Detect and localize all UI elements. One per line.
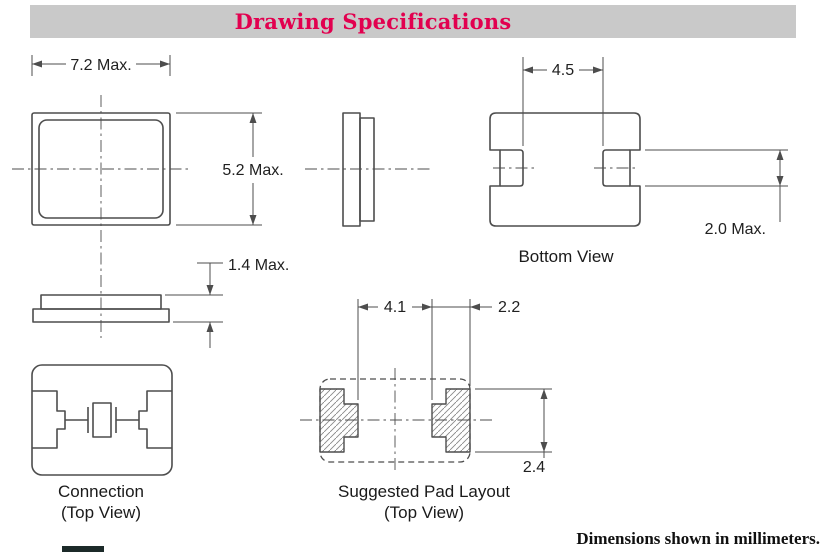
arrowhead [206, 322, 214, 332]
arrowhead [358, 303, 368, 311]
arrowhead [470, 303, 480, 311]
dim-thickness-label: 1.4 Max. [228, 257, 289, 274]
left-electrode [32, 390, 66, 449]
base-profile [342, 112, 361, 227]
side-profile-view: 1.4 Max. [32, 257, 289, 348]
pad-layout-label: Suggested Pad Layout [338, 482, 510, 501]
top-view: 7.2 Max. 5.2 Max. [12, 55, 284, 338]
connection-view-sublabel: (Top View) [61, 503, 141, 522]
side-view [305, 112, 430, 227]
arrowhead [206, 285, 214, 295]
dim-pad-width-label: 2.2 [498, 299, 520, 316]
arrowhead [776, 150, 784, 160]
arrowhead [776, 176, 784, 186]
lid-plate [40, 294, 162, 310]
right-electrode [138, 390, 172, 449]
right-pad-hatched [431, 388, 471, 453]
arrowhead [160, 60, 170, 68]
units-note: Dimensions shown in millimeters. [576, 529, 820, 548]
arrowhead [540, 442, 548, 452]
arrowhead [249, 113, 257, 123]
arrowhead [249, 215, 257, 225]
pad-layout-sublabel: (Top View) [384, 503, 464, 522]
arrowhead [32, 60, 42, 68]
dim-terminal-span-label: 4.5 [552, 62, 574, 79]
dim-width-7-2: 7.2 Max. [31, 55, 171, 76]
page-edge-artifact [62, 546, 104, 552]
dim-terminal-span-4-5: 4.5 [522, 57, 604, 146]
dim-width-label: 7.2 Max. [70, 57, 131, 74]
dim-terminal-height-2-0: 2.0 Max. [645, 149, 788, 238]
section-title: Drawing Specifications [234, 9, 512, 34]
arrowhead [540, 389, 548, 399]
dim-thickness-1-4: 1.4 Max. [165, 257, 289, 348]
dim-height-5-2: 5.2 Max. [176, 112, 284, 226]
connection-view: Connection (Top View) [31, 364, 173, 522]
dim-pad-height-label: 2.4 [523, 459, 545, 476]
dim-height-label: 5.2 Max. [222, 162, 283, 179]
dim-pad-height: 2.4 [475, 388, 552, 476]
dim-terminal-height-label: 2.0 Max. [705, 221, 766, 238]
arrowhead [422, 303, 432, 311]
connection-view-label: Connection [58, 482, 144, 501]
dim-pad-gap-and-width: 4.1 2.2 [357, 299, 520, 400]
section-header-bar: Drawing Specifications [30, 5, 796, 38]
bottom-view: 4.5 2.0 Max. Bottom View [489, 57, 788, 266]
bottom-view-label: Bottom View [518, 247, 614, 266]
lid-profile [359, 117, 375, 222]
pad-layout-view: 4.1 2.2 2.4 Suggested Pad Layout (Top Vi… [300, 299, 552, 522]
package-outline [489, 112, 641, 227]
left-pad-hatched [319, 388, 359, 453]
package-outline [31, 364, 173, 476]
arrowhead [593, 66, 603, 74]
crystal-symbol [92, 402, 112, 438]
arrowhead [523, 66, 533, 74]
dim-pad-gap-label: 4.1 [384, 299, 406, 316]
